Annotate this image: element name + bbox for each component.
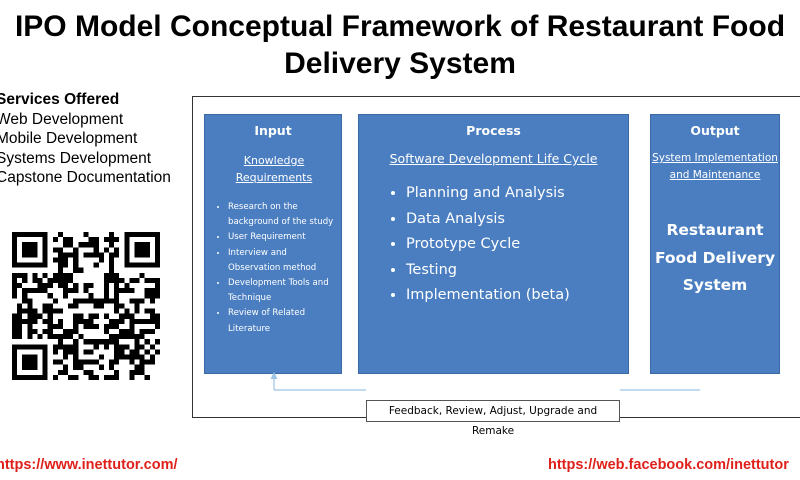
process-item: Planning and Analysis [406,181,628,207]
input-item: Development Tools and Technique [228,276,341,306]
input-box: Input Knowledge Requirements Research on… [204,114,342,374]
services-heading: Services Offered [0,91,120,108]
facebook-link[interactable]: https://web.facebook.com/inettutor [548,457,789,473]
process-subheader: Software Development Life Cycle [389,151,598,166]
output-header: Output [690,123,740,138]
process-item: Implementation (beta) [406,283,628,309]
input-header: Input [254,123,292,138]
output-result: Restaurant Food Delivery System [654,221,776,294]
service-item-capstone: Capstone Documentation [0,169,171,186]
process-item: Data Analysis [406,207,628,233]
process-item: Testing [406,258,628,284]
arrow-up-icon [270,372,278,379]
services-list: Services Offered Web Development Mobile … [0,90,171,188]
input-subheader: Knowledge Requirements [235,154,313,184]
service-item-web: Web Development [0,110,124,128]
process-header: Process [466,123,521,138]
input-list: Research on the background of the study … [205,200,341,337]
process-box: Process Software Development Life Cycle … [358,114,629,374]
input-item: User Requirement [228,230,341,245]
service-item-systems: Systems Development [0,149,152,167]
title-line-1: IPO Model Conceptual Framework of Restau… [14,10,786,43]
website-link[interactable]: https://www.inettutor.com/ [0,457,178,473]
feedback-arrow [270,372,700,391]
output-subheader: System Implementation and Maintenance [652,152,778,181]
input-item: Review of Related Literature [228,306,341,336]
qr-code-icon [12,232,160,380]
service-item-mobile: Mobile Development [0,130,138,147]
input-item: Research on the background of the study [228,200,341,230]
process-item: Prototype Cycle [406,232,628,258]
input-item: Interview and Observation method [228,246,341,276]
feedback-label: Feedback, Review, Adjust, Upgrade and Re… [366,400,620,437]
process-list: Planning and Analysis Data Analysis Prot… [359,181,628,309]
output-box: Output System Implementation and Mainten… [650,114,780,374]
title-line-2: Delivery System [284,47,516,80]
